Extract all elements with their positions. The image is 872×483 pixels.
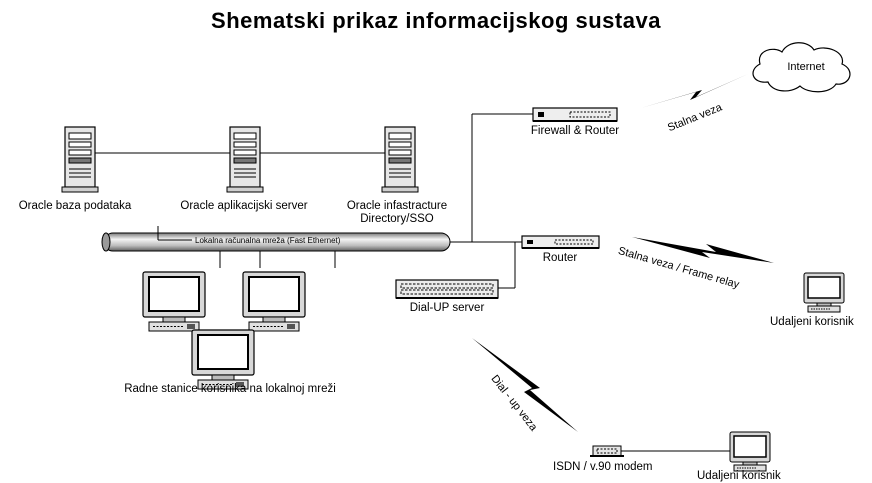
remote-user-workstation-icon bbox=[729, 431, 771, 472]
server-label-infrastructure: Oracle infastracture bbox=[346, 200, 448, 212]
server-icon-database bbox=[61, 126, 99, 193]
internet-cloud-icon bbox=[752, 42, 851, 93]
router-label: Router bbox=[542, 252, 578, 264]
server-icon-infrastructure bbox=[381, 126, 419, 193]
server-label-application: Oracle aplikacijski server bbox=[180, 200, 308, 212]
server-icon-application bbox=[226, 126, 264, 193]
firewall-router-icon bbox=[532, 107, 618, 122]
lightning-link-internet bbox=[641, 74, 748, 108]
lan-label: Lokalna računalna mreža (Fast Ethernet) bbox=[195, 236, 341, 245]
workstation-icon bbox=[191, 329, 255, 390]
router-icon bbox=[521, 235, 600, 249]
modem-icon bbox=[590, 445, 624, 457]
server-label-database: Oracle baza podataka bbox=[18, 200, 132, 212]
internet-label: Internet bbox=[787, 61, 825, 73]
diagram-title: Shematski prikaz informacijskog sustava bbox=[211, 8, 661, 33]
remote-user-label-2: Udaljeni korisnik bbox=[697, 470, 781, 482]
lightning-link-frame-relay bbox=[632, 237, 774, 263]
workstation-icon bbox=[242, 271, 306, 332]
firewall-router-label: Firewall & Router bbox=[530, 125, 620, 137]
modem-label: ISDN / v.90 modem bbox=[553, 461, 653, 473]
workstation-icon bbox=[142, 271, 206, 332]
workstations-label: Radne stanice korisnika na lokalnoj mrež… bbox=[124, 383, 336, 395]
remote-user-label-1: Udaljeni korisnik bbox=[770, 316, 854, 328]
dialup-server-icon bbox=[395, 279, 499, 299]
server-label-infrastructure-line2: Directory/SSO bbox=[360, 213, 434, 225]
remote-user-workstation-icon bbox=[803, 272, 845, 313]
dialup-server-label: Dial-UP server bbox=[409, 302, 485, 314]
